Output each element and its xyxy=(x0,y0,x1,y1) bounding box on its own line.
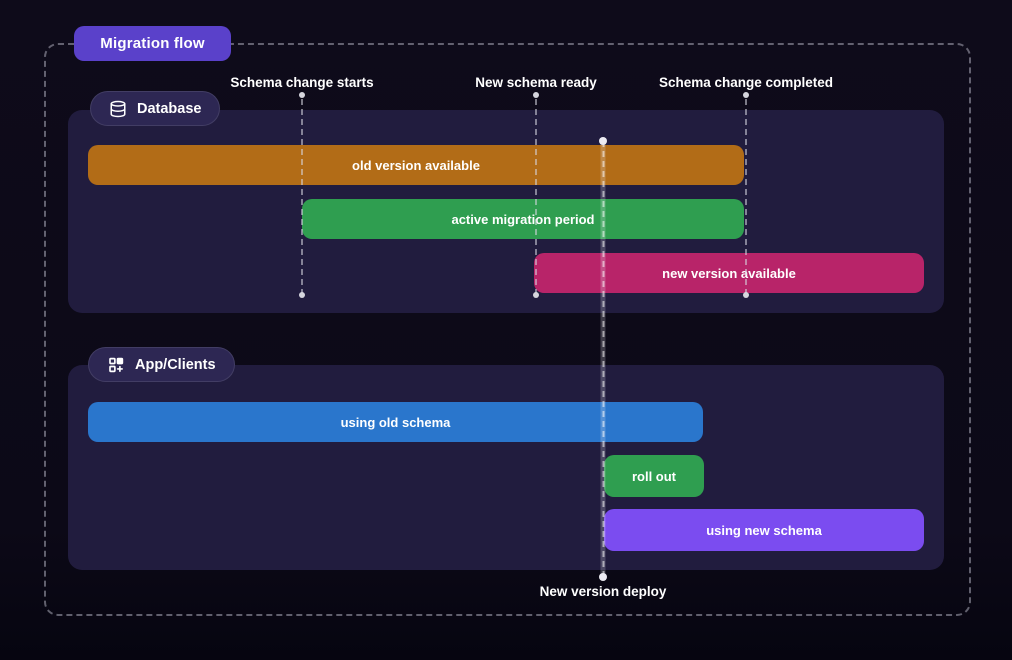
bar-active-migration-period: active migration period xyxy=(302,199,744,239)
milestone-dot-top xyxy=(533,92,539,98)
milestone-dot-top xyxy=(299,92,305,98)
deploy-marker-line-dashes xyxy=(602,141,604,577)
milestone-label-new-schema-ready: New schema ready xyxy=(475,75,597,90)
deploy-dot-bottom xyxy=(599,573,607,581)
milestone-line-new-schema-ready xyxy=(535,99,537,295)
milestone-line-schema-change-completed xyxy=(745,99,747,295)
apps-icon xyxy=(107,356,125,374)
milestone-dot-bottom xyxy=(743,292,749,298)
section-badge-label: App/Clients xyxy=(135,356,216,373)
milestone-line-schema-change-starts xyxy=(301,99,303,295)
deploy-label: New version deploy xyxy=(539,584,667,599)
section-badge-database: Database xyxy=(90,91,221,126)
section-badge-app-clients: App/Clients xyxy=(88,347,235,382)
bar-old-version-available: old version available xyxy=(88,145,744,185)
section-badge-label: Database xyxy=(137,100,202,117)
diagram-title-badge: Migration flow xyxy=(74,26,231,61)
bar-new-version-available: new version available xyxy=(534,253,924,293)
diagram-dashed-frame xyxy=(44,43,971,616)
deploy-marker-line xyxy=(600,141,606,577)
milestone-label-schema-change-starts: Schema change starts xyxy=(230,75,374,90)
deploy-dot-top xyxy=(599,137,607,145)
bar-using-old-schema: using old schema xyxy=(88,402,703,442)
milestone-dot-bottom xyxy=(533,292,539,298)
milestone-dot-top xyxy=(743,92,749,98)
bar-roll-out: roll out xyxy=(604,455,704,497)
bar-using-new-schema: using new schema xyxy=(604,509,924,551)
database-icon xyxy=(109,100,127,118)
milestone-dot-bottom xyxy=(299,292,305,298)
milestone-label-schema-change-completed: Schema change completed xyxy=(658,75,834,90)
